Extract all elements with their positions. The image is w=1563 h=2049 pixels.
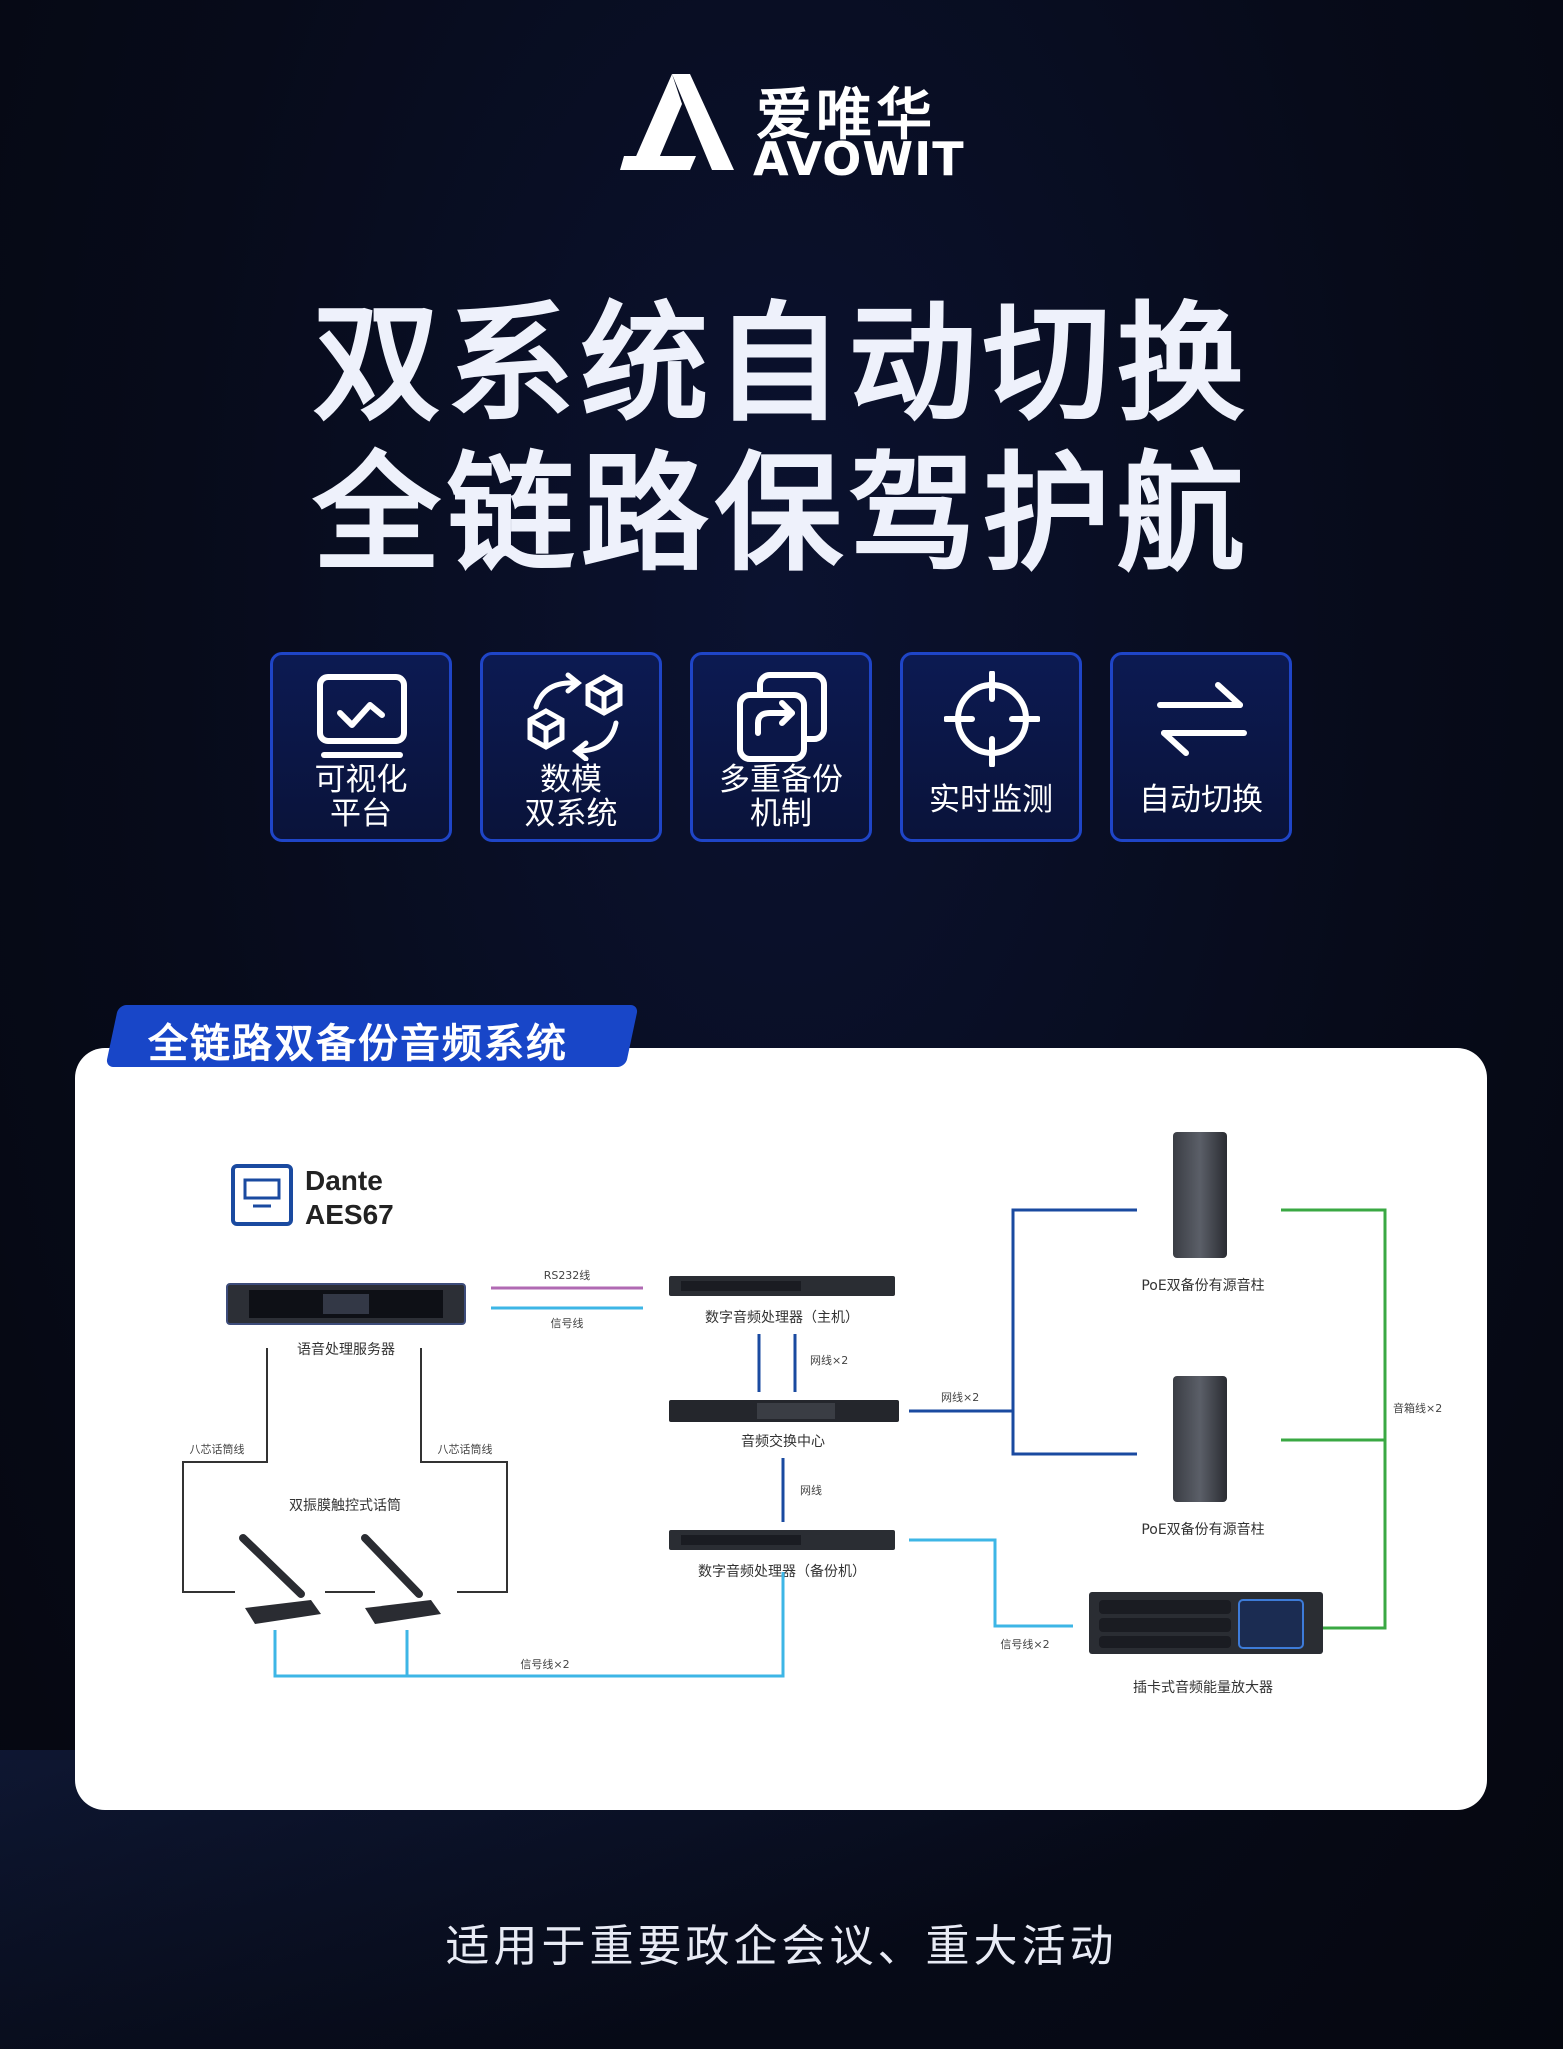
- feature-label-line1: 多重备份: [719, 762, 843, 798]
- dsp-backup-label: 数字音频处理器（备份机）: [698, 1563, 866, 1580]
- speaker-2-label: PoE双备份有源音柱: [1141, 1521, 1264, 1538]
- brand-logo: 爱唯华 AVOWIT: [620, 70, 964, 186]
- feature-dual-system: 数模 双系统: [480, 652, 662, 842]
- brand-logo-mark-icon: [620, 74, 734, 170]
- dante-label: Dante: [305, 1165, 383, 1196]
- feature-label-line1: 自动切换: [1139, 782, 1263, 818]
- rs232-label: RS232线: [544, 1268, 591, 1282]
- brand-name-en: AVOWIT: [753, 132, 965, 186]
- aes67-label: AES67: [305, 1199, 394, 1230]
- signal-cable-amp: [909, 1538, 1073, 1628]
- section-title: 全链路双备份音频系统: [148, 1021, 568, 1067]
- feature-auto-switch: 自动切换: [1110, 652, 1292, 842]
- feature-backup: 多重备份 机制: [690, 652, 872, 842]
- net-label: 网线: [800, 1483, 822, 1497]
- speaker-1-label: PoE双备份有源音柱: [1141, 1277, 1264, 1294]
- brand-name-cn: 爱唯华: [756, 83, 936, 148]
- switch-center-device: 音频交换中心: [669, 1400, 899, 1450]
- feature-label-line1: 可视化: [314, 762, 408, 798]
- dsp-main-label: 数字音频处理器（主机）: [705, 1309, 859, 1326]
- dsp-main-device: 数字音频处理器（主机）: [669, 1276, 895, 1326]
- feature-monitoring: 实时监测: [900, 652, 1082, 842]
- feature-visual-platform: 可视化 平台: [270, 652, 452, 842]
- amplifier-device: 插卡式音频能量放大器: [1089, 1592, 1323, 1696]
- mic-label: 双振膜触控式话筒: [289, 1497, 401, 1514]
- feature-label-line1: 实时监测: [929, 782, 1053, 818]
- signal-x2-amp-label: 信号线×2: [1000, 1637, 1049, 1651]
- speaker-column-2: PoE双备份有源音柱: [1141, 1376, 1265, 1538]
- feature-label-line2: 双系统: [524, 796, 618, 832]
- feature-list: 可视化 平台 数模 双系统 多重备份 机: [270, 652, 1295, 848]
- switch-arrows-icon: [1157, 682, 1247, 756]
- mic-cable-right-label: 八芯话筒线: [438, 1442, 493, 1456]
- cube-cycle-icon: [527, 672, 623, 761]
- net-x2-label-a: 网线×2: [810, 1353, 848, 1367]
- diagram-card: [75, 1048, 1487, 1810]
- footer-text: 适用于重要政企会议、重大活动: [445, 1921, 1118, 1972]
- dante-aes67-badge: Dante AES67: [231, 1164, 394, 1230]
- speaker-cable: [1281, 1208, 1387, 1630]
- feature-label-line1: 数模: [540, 762, 602, 798]
- net-x2-label-b: 网线×2: [941, 1390, 979, 1404]
- amplifier-label: 插卡式音频能量放大器: [1133, 1679, 1273, 1696]
- switch-center-label: 音频交换中心: [741, 1433, 825, 1450]
- feature-label-line2: 机制: [750, 796, 812, 832]
- speaker-x2-label: 音箱线×2: [1393, 1401, 1442, 1415]
- signal-x2-bottom-label: 信号线×2: [520, 1657, 569, 1671]
- feature-label-line2: 平台: [330, 796, 392, 832]
- headline-line-2: 全链路保驾护航: [312, 440, 1251, 589]
- system-diagram: Dante AES67 语音处理服务器 RS232线 信号线 数字音频处理器（主…: [182, 1132, 1442, 1696]
- backup-copy-icon: [737, 672, 827, 762]
- speaker-column-1: PoE双备份有源音柱: [1141, 1132, 1265, 1294]
- microphone-pair: 双振膜触控式话筒: [239, 1497, 441, 1624]
- network-port-icon: [231, 1164, 293, 1226]
- mic-cable-left: [182, 1348, 268, 1593]
- voice-server-device: 语音处理服务器: [226, 1283, 466, 1358]
- dsp-backup-device: 数字音频处理器（备份机）: [669, 1530, 895, 1580]
- mic-cable-left-label: 八芯话筒线: [190, 1442, 245, 1456]
- speaker-icon: [1173, 1132, 1227, 1258]
- monitor-chart-icon: [317, 674, 407, 758]
- signal-label: 信号线: [551, 1316, 584, 1330]
- mic-cable-right: [420, 1348, 508, 1593]
- speaker-icon: [1173, 1376, 1227, 1502]
- signal-cable-bottom: [273, 1572, 785, 1678]
- crosshair-icon: [944, 671, 1040, 767]
- voice-server-label: 语音处理服务器: [297, 1341, 395, 1358]
- headline-line-1: 双系统自动切换: [312, 290, 1251, 439]
